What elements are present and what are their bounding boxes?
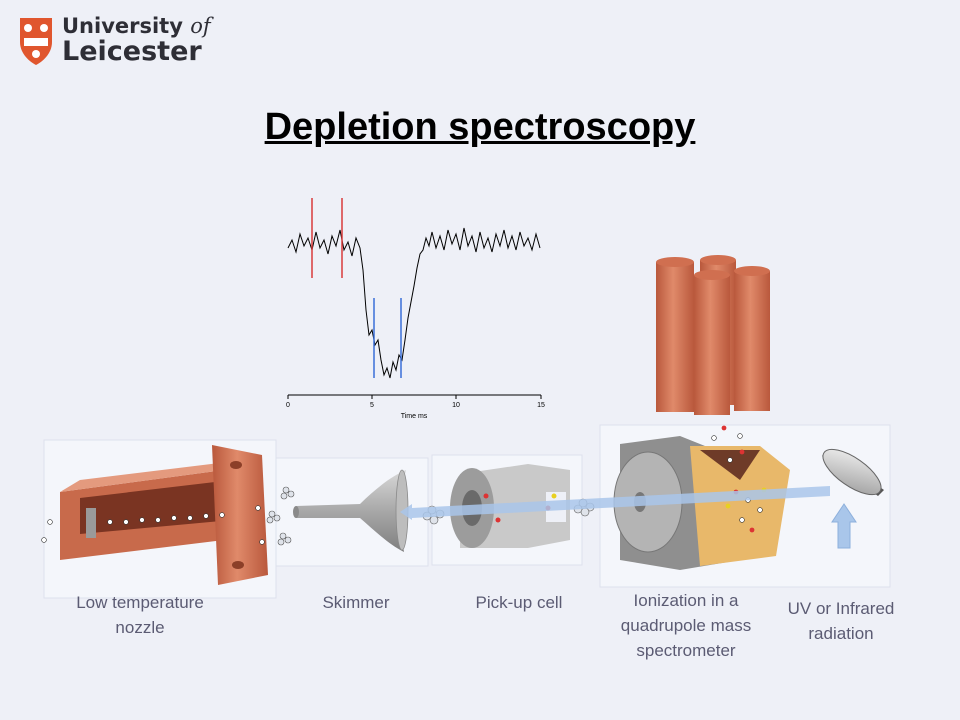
label-pickup: Pick-up cell xyxy=(475,593,563,612)
signal-trace xyxy=(287,227,541,379)
light-beam xyxy=(400,486,830,520)
page-title: Depletion spectroscopy xyxy=(264,106,696,148)
label-nozzle: Low temperature nozzle xyxy=(76,593,204,637)
quadrupole-rods xyxy=(656,255,770,415)
mirror-disk xyxy=(822,448,884,496)
x-axis-label: Time ms xyxy=(401,413,428,420)
university-logo: University of Leicester xyxy=(18,14,218,70)
shield-icon xyxy=(20,18,52,65)
up-arrow-icon xyxy=(831,503,857,549)
x-tick-label: 15 xyxy=(537,402,545,409)
label-skimmer: Skimmer xyxy=(322,593,390,612)
label-radiation: UV or Infrared radiation xyxy=(787,599,895,643)
nozzle-illustration xyxy=(41,445,268,585)
depletion-signal-graph: 0 5 10 15 Time ms xyxy=(286,198,545,420)
x-tick-label: 5 xyxy=(370,402,374,409)
label-ionization: Ionization in a quadrupole mass spectrom… xyxy=(620,591,752,660)
x-tick-label: 0 xyxy=(286,402,290,409)
logo-leicester-text: Leicester xyxy=(62,36,202,67)
x-tick-label: 10 xyxy=(452,402,460,409)
logo-university-text: University of xyxy=(62,14,211,38)
